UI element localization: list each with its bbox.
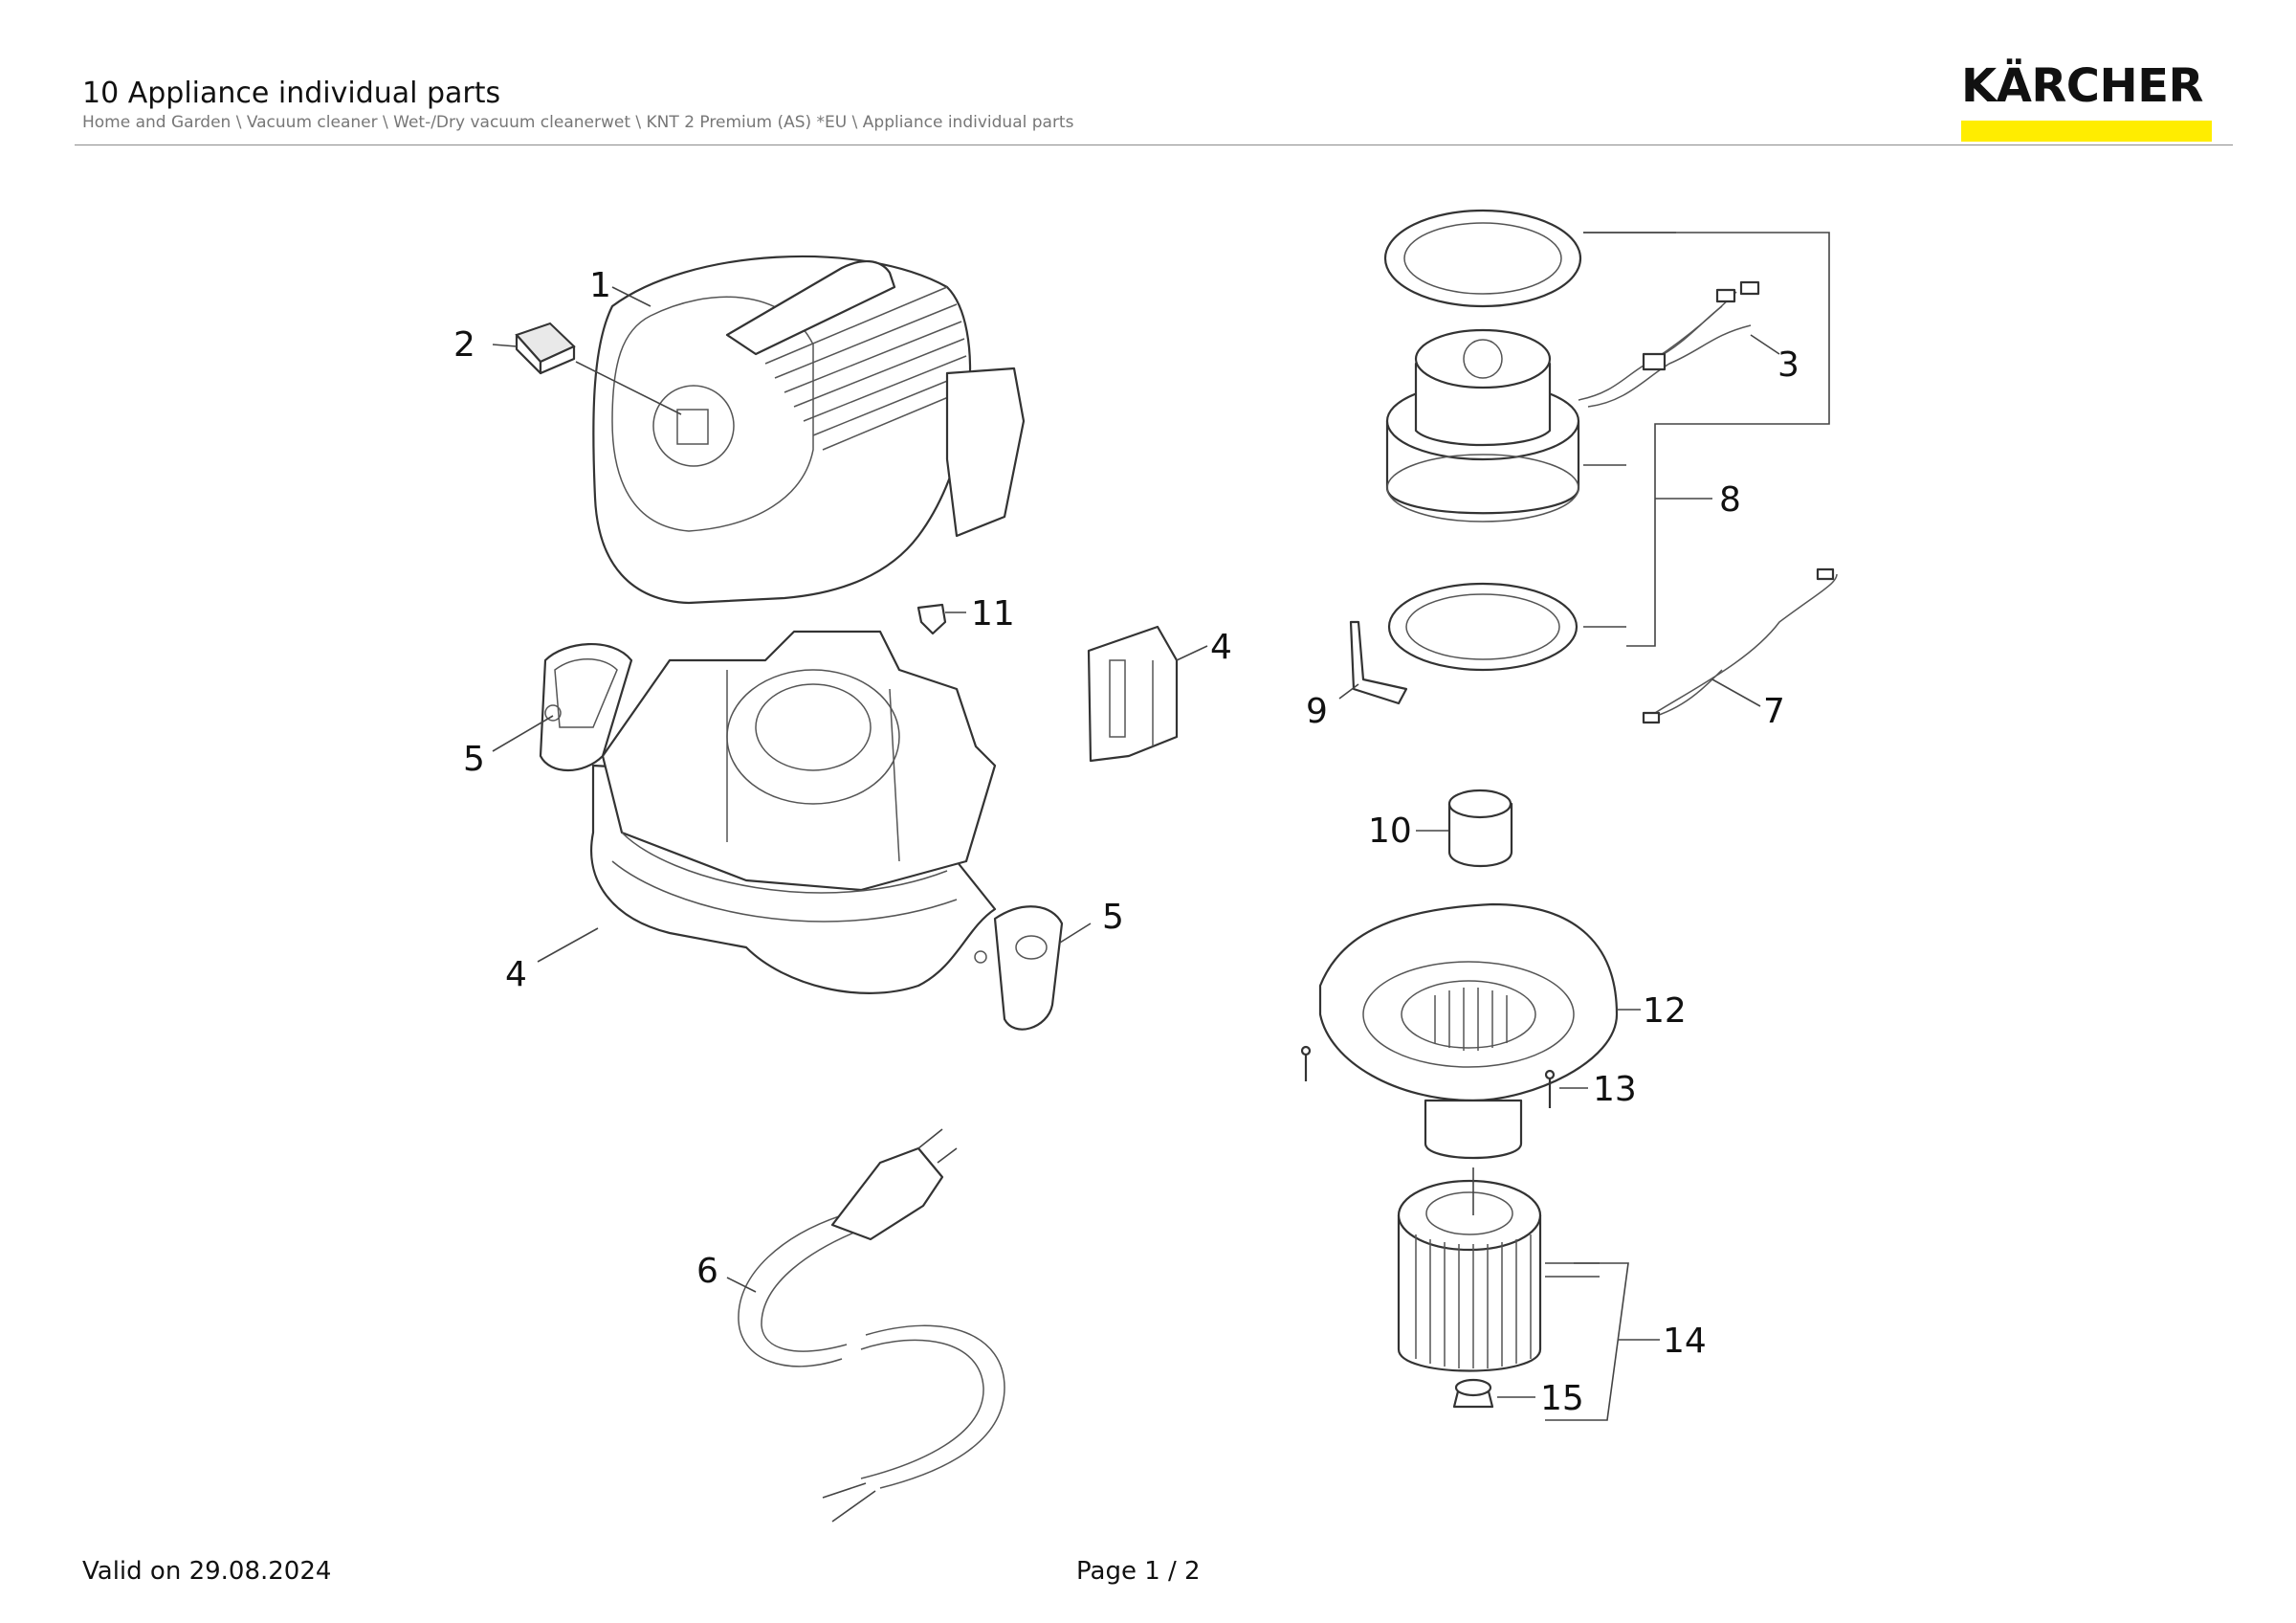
part-13-screws[interactable] bbox=[1300, 1045, 1588, 1108]
part-15-filter-nut[interactable] bbox=[1452, 1378, 1535, 1409]
brand-logo-text: KÄRCHER bbox=[1961, 59, 2203, 113]
callout-14: 14 bbox=[1663, 1322, 1707, 1361]
filter-pleats bbox=[1415, 1234, 1532, 1368]
part-5-side-panel-right[interactable] bbox=[974, 905, 1064, 1031]
part-1-top-cover[interactable] bbox=[592, 255, 1026, 605]
callout-15: 15 bbox=[1540, 1379, 1584, 1418]
part-3-wiring-harness[interactable] bbox=[1578, 280, 1780, 408]
brand-logo: KÄRCHER bbox=[1961, 63, 2215, 142]
callout-10: 10 bbox=[1368, 812, 1412, 851]
callout-1: 1 bbox=[589, 266, 611, 305]
callout-5-left: 5 bbox=[463, 740, 485, 779]
footer-page-number: Page 1 / 2 bbox=[1076, 1557, 1201, 1586]
part-11-clip[interactable] bbox=[916, 603, 947, 635]
callout-9: 9 bbox=[1306, 692, 1328, 731]
part-10-foam-filter[interactable] bbox=[1416, 789, 1513, 867]
callout-4-housing: 4 bbox=[505, 955, 527, 994]
footer-valid-date: Valid on 29.08.2024 bbox=[82, 1557, 332, 1586]
callout-11: 11 bbox=[971, 594, 1015, 634]
housing-grille bbox=[1434, 988, 1508, 1051]
callout-2: 2 bbox=[453, 325, 475, 365]
part-6-power-cord[interactable] bbox=[738, 1128, 1005, 1523]
part-14-cartridge-filter[interactable] bbox=[1397, 1167, 1660, 1421]
part-7-cable[interactable] bbox=[1642, 567, 1838, 724]
page-title: 10 Appliance individual parts bbox=[82, 77, 501, 110]
part-2-switch-button[interactable] bbox=[515, 322, 576, 375]
part-9-bracket-sheet[interactable] bbox=[1338, 620, 1408, 705]
brand-logo-bar bbox=[1961, 121, 2212, 142]
part-12-filter-housing[interactable] bbox=[1318, 902, 1641, 1160]
part-4-bracket-right[interactable] bbox=[1087, 625, 1179, 763]
callout-7: 7 bbox=[1763, 692, 1785, 731]
part-5-side-panel-left[interactable] bbox=[539, 642, 633, 772]
callout-12: 12 bbox=[1643, 991, 1687, 1031]
callout-13: 13 bbox=[1593, 1070, 1637, 1109]
breadcrumb: Home and Garden \ Vacuum cleaner \ Wet-/… bbox=[82, 113, 1074, 132]
callout-5-right: 5 bbox=[1102, 898, 1124, 937]
callout-3: 3 bbox=[1777, 345, 1799, 385]
callout-8: 8 bbox=[1719, 480, 1741, 520]
part-8-motor-assembly[interactable] bbox=[1383, 209, 1830, 672]
callout-4-bracket: 4 bbox=[1210, 628, 1232, 667]
cover-vent-slots bbox=[764, 286, 967, 451]
callout-6: 6 bbox=[696, 1252, 718, 1291]
part-4-motor-housing-base[interactable] bbox=[590, 630, 997, 994]
callout-leaders bbox=[492, 286, 1208, 1293]
